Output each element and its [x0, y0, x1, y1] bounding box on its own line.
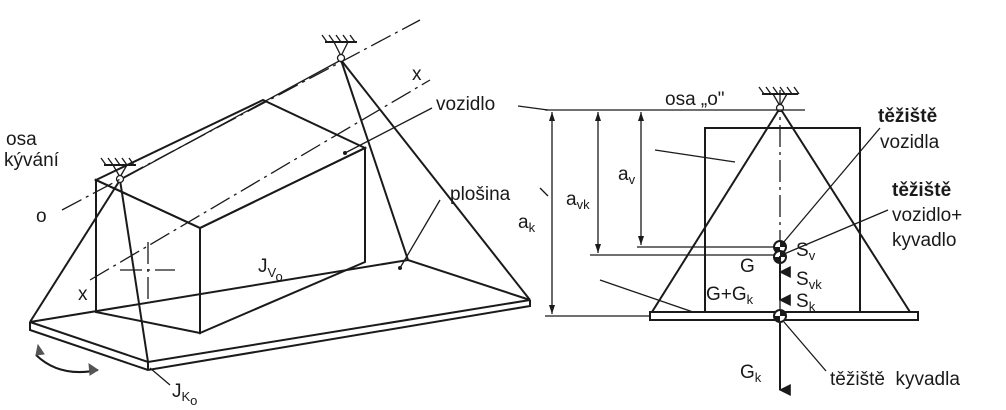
label-vozidlo: vozidlo	[436, 94, 495, 115]
x-axis-line	[89, 79, 431, 281]
label-teziste-vozidla-1: těžiště	[878, 106, 937, 127]
label-kyvani: kývání	[4, 150, 60, 171]
label-teziste-vk-3: kyvadlo	[892, 230, 956, 251]
leader-teziste-vozidla	[782, 127, 881, 244]
label-Sv: Sv	[796, 240, 816, 263]
label-teziste-kyvadla: těžiště kyvadla	[830, 369, 960, 390]
rope-left	[651, 107, 781, 313]
label-inertia-platform: JKo	[172, 381, 197, 405]
inertia-platform-leader	[149, 367, 171, 386]
label-G-Gk: G+Gk	[706, 284, 754, 307]
swing-axis-line	[61, 19, 421, 211]
label-osa: osa	[6, 129, 37, 150]
pivot-right	[321, 34, 357, 63]
label-teziste-vk-2: vozidlo+	[892, 205, 962, 226]
leader-vozidlo-left	[517, 105, 549, 111]
label-teziste-vk-1: těžiště	[892, 180, 951, 201]
rope-right	[779, 107, 911, 313]
label-a-vk: avk	[566, 189, 590, 212]
label-plosina: plošina	[450, 184, 511, 205]
label-axis-x-top: x	[412, 64, 422, 85]
label-Svk: Svk	[796, 269, 822, 292]
leader-plosina-right	[599, 279, 694, 313]
vozidlo-leader	[344, 107, 433, 154]
label-inertia-vehicle: JVo	[258, 256, 283, 284]
label-axis-x-left: x	[78, 284, 88, 305]
dim-a-vk	[595, 112, 601, 253]
pivot-left	[100, 157, 136, 184]
pivot-top	[758, 86, 800, 113]
leader-vozidlo-right	[654, 149, 736, 163]
plosina-leader	[399, 199, 441, 269]
dim-a-k	[549, 112, 555, 314]
leader-teziste-vk	[783, 209, 889, 255]
label-teziste-vozidla-2: vozidla	[880, 132, 940, 153]
label-osa-o: osa „o"	[665, 89, 725, 110]
dim-a-v	[638, 112, 644, 245]
left-isometric-drawing: osa kývání o x x vozidlo plošina JVo JKo	[4, 19, 531, 408]
label-axis-o: o	[36, 206, 47, 227]
label-a-v: av	[618, 164, 636, 187]
label-G: G	[740, 256, 755, 277]
vehicle-box	[93, 98, 368, 335]
right-side-view: osa „o" av avk ak G G+Gk Gk Sv Svk Sk tě…	[517, 86, 962, 396]
label-a-k: ak	[518, 212, 536, 235]
leader-plosina-left	[539, 187, 549, 197]
label-Sk: Sk	[796, 291, 816, 314]
leader-teziste-kyvadla	[783, 321, 827, 372]
label-Gk: Gk	[740, 362, 762, 385]
